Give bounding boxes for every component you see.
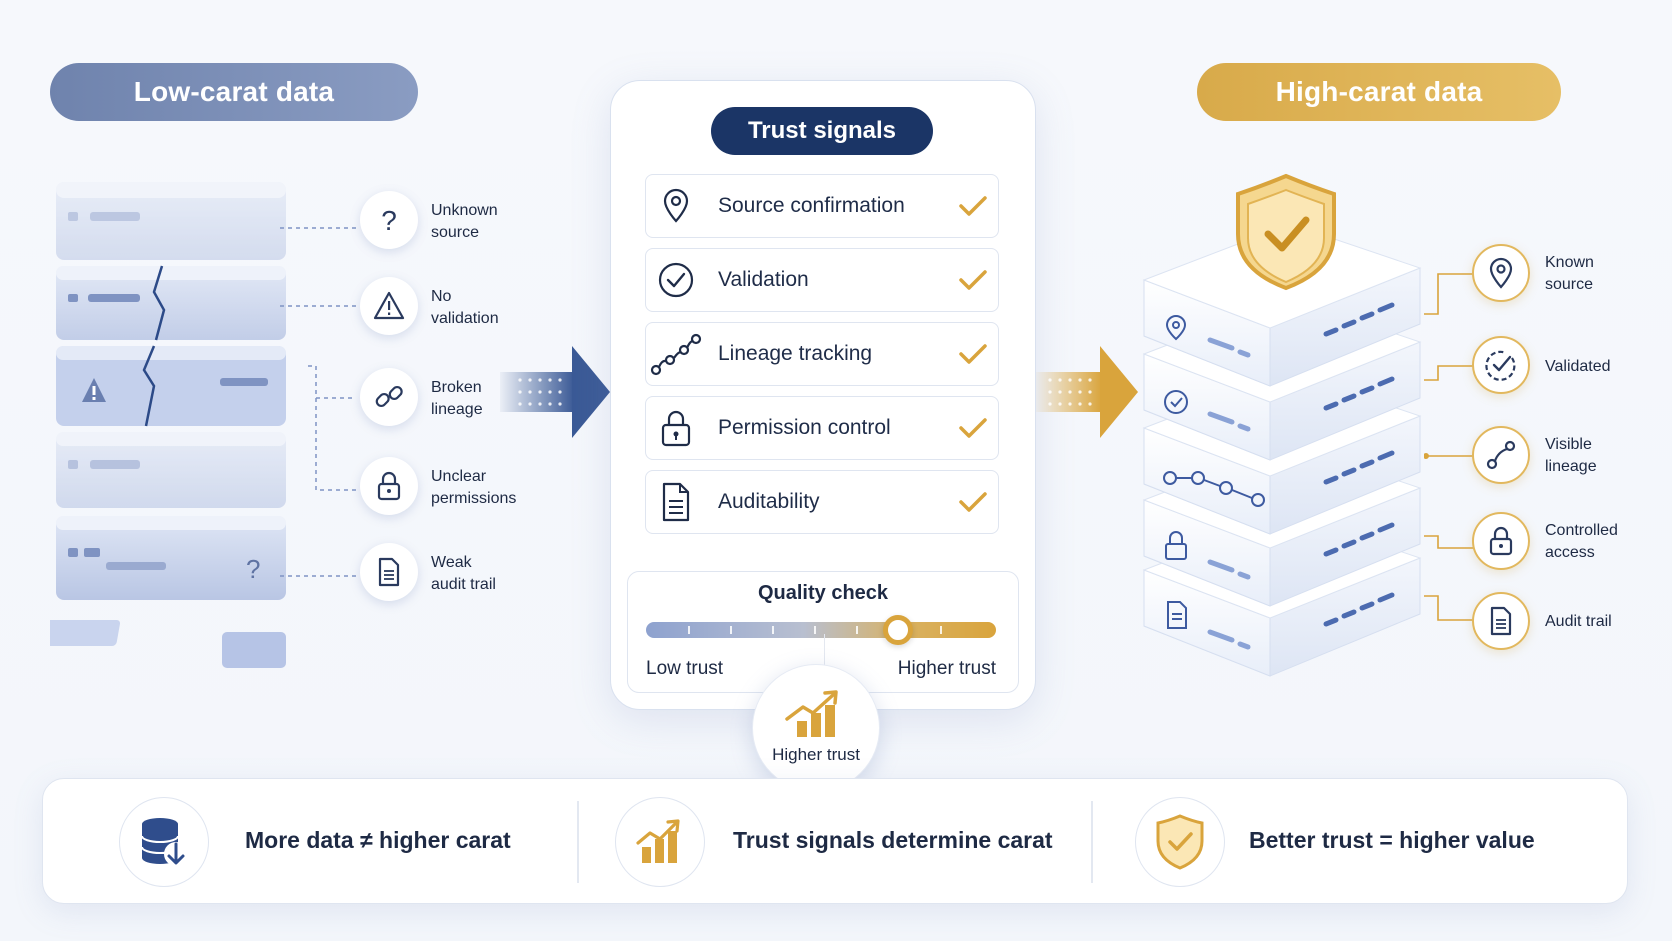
lock-icon — [377, 471, 401, 501]
shield-check-icon — [1135, 797, 1225, 887]
feature-label-audit-trail: Audit trail — [1545, 613, 1612, 630]
unknown-source-icon: ? — [360, 191, 418, 249]
higher-trust-badge-label: Higher trust — [772, 745, 860, 764]
controlled-access-icon — [1472, 512, 1530, 570]
signal-row-source-confirmation: Source confirmation — [645, 174, 999, 238]
signal-label: Validation — [718, 268, 809, 291]
weak-audit-trail-icon — [360, 543, 418, 601]
arrow-right-gold-icon — [1036, 346, 1138, 438]
high-carat-connectors — [1424, 273, 1474, 621]
signal-row-permission-control: Permission control — [645, 396, 999, 460]
no-validation-icon — [360, 277, 418, 335]
broken-lineage-icon — [360, 368, 418, 426]
checkmark-icon — [959, 196, 987, 216]
lock-icon — [661, 410, 691, 447]
takeaway-text-trust-signals: Trust signals determine carat — [733, 827, 1053, 853]
low-carat-connectors — [280, 227, 356, 577]
check-circle-icon — [1485, 350, 1516, 381]
document-icon — [378, 557, 400, 587]
takeaway-text-better-trust: Better trust = higher value — [1249, 827, 1535, 853]
high-carat-server-stack — [1142, 173, 1422, 677]
location-pin-icon — [1489, 257, 1513, 289]
checkmark-icon — [959, 270, 987, 290]
question-icon: ? — [381, 205, 397, 235]
growth-chart-icon — [615, 797, 705, 887]
lock-icon — [1489, 526, 1513, 556]
takeaways-bar: More data ≠ higher carat Trust signals d… — [42, 778, 1628, 904]
visible-lineage-icon — [1472, 426, 1530, 484]
lineage-icon — [650, 333, 702, 376]
quality-trust-slider[interactable] — [646, 615, 996, 645]
arrow-right-blue-icon — [500, 346, 610, 438]
gold-shield-icon — [1236, 173, 1336, 291]
checkmark-icon — [959, 418, 987, 438]
check-circle-icon — [658, 262, 694, 298]
warning-icon — [373, 291, 405, 320]
location-pin-icon — [663, 188, 689, 223]
broken-link-icon — [375, 385, 403, 408]
growth-chart-icon — [785, 690, 838, 737]
low-trust-label: Low trust — [646, 658, 724, 679]
checkmark-icon — [959, 492, 987, 512]
quality-check-title: Quality check — [757, 582, 889, 604]
trust-signals-title: Trust signals — [711, 107, 933, 155]
high-carat-header: High-carat data — [1197, 63, 1561, 121]
higher-trust-badge: Higher trust — [752, 664, 880, 792]
document-icon — [662, 482, 690, 522]
trust-signals-card: Trust signals Source confirmation Valida… — [610, 80, 1036, 710]
known-source-icon — [1472, 244, 1530, 302]
signal-row-lineage-tracking: Lineage tracking — [645, 322, 999, 386]
signal-label: Lineage tracking — [718, 342, 873, 365]
unclear-permissions-icon — [360, 457, 418, 515]
signal-row-auditability: Auditability — [645, 470, 999, 534]
quality-slider-knob[interactable] — [883, 615, 913, 645]
quality-check-panel: Quality check Low trust Higher trust — [627, 571, 1019, 693]
validated-icon — [1472, 336, 1530, 394]
signal-label: Source confirmation — [718, 194, 905, 217]
signal-label: Permission control — [718, 416, 891, 439]
low-carat-header: Low-carat data — [50, 63, 418, 121]
signal-label: Auditability — [718, 490, 820, 513]
signal-row-validation: Validation — [645, 248, 999, 312]
takeaway-text-more-data: More data ≠ higher carat — [245, 827, 511, 853]
higher-trust-label: Higher trust — [897, 658, 996, 679]
document-icon — [1490, 606, 1512, 636]
checkmark-icon — [959, 344, 987, 364]
database-download-icon — [119, 797, 209, 887]
lineage-icon — [1486, 440, 1516, 470]
svg-text:?: ? — [246, 554, 260, 584]
audit-trail-icon — [1472, 592, 1530, 650]
low-carat-server-stack: ? — [50, 182, 286, 668]
svg-text:?: ? — [381, 205, 397, 235]
feature-label-validated: Validated — [1545, 358, 1611, 375]
